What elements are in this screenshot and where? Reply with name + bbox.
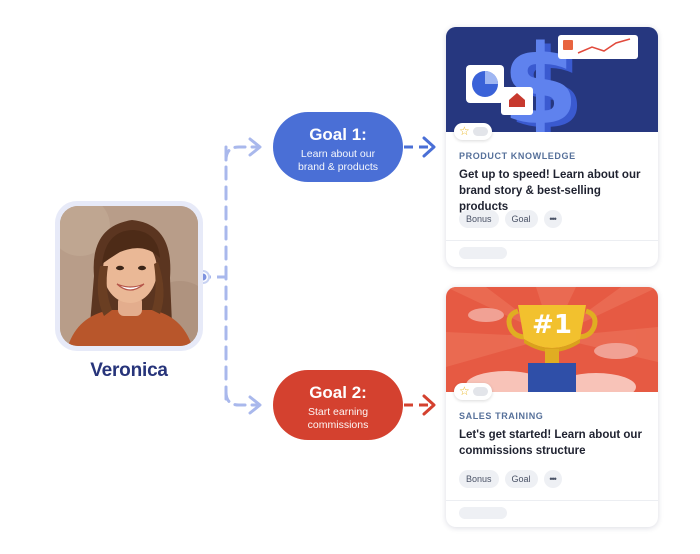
- goal-2-title: Goal 2:: [309, 383, 367, 402]
- goal-1-node[interactable]: Goal 1: Learn about our brand & products: [273, 112, 403, 182]
- person-name: Veronica: [90, 360, 168, 381]
- goal-2-node[interactable]: Goal 2: Start earning commissions: [273, 370, 403, 440]
- card-category: PRODUCT KNOWLEDGE: [459, 151, 576, 161]
- card-footer-placeholder: [459, 507, 507, 519]
- avatar-photo: [60, 206, 198, 346]
- goal-1-subtitle-line1: Learn about our: [300, 148, 376, 160]
- number-one-trophy-art: #1: [446, 287, 658, 392]
- goal-1-title: Goal 1:: [309, 125, 367, 144]
- tag-goal[interactable]: Goal: [504, 210, 538, 228]
- goal-2-subtitle-line2: commissions: [307, 419, 369, 431]
- avatar: [55, 201, 203, 351]
- card-divider: [446, 500, 658, 501]
- star-icon[interactable]: ☆: [459, 124, 470, 138]
- course-card-sales-training[interactable]: #1 ☆ SALES TRAINING Let's get started! L…: [446, 287, 658, 527]
- course-card-product-knowledge[interactable]: $ $ ☆ PRODUCT KNOWLEDGE Get up to speed!…: [446, 27, 658, 267]
- tag-bonus[interactable]: Bonus: [459, 210, 499, 228]
- placeholder-dot: [473, 387, 488, 396]
- favorite-pill[interactable]: ☆: [454, 383, 492, 400]
- goal-2-subtitle-line1: Start earning: [307, 406, 369, 418]
- tag-goal[interactable]: Goal: [504, 470, 538, 488]
- trophy-label: #1: [532, 310, 572, 340]
- card-title: Get up to speed! Learn about our brand s…: [459, 169, 641, 213]
- goal-1-subtitle-line2: brand & products: [298, 161, 378, 173]
- more-options-icon[interactable]: •••: [543, 210, 562, 228]
- favorite-pill[interactable]: ☆: [454, 123, 492, 140]
- tag-bonus[interactable]: Bonus: [459, 470, 499, 488]
- placeholder-dot: [473, 127, 488, 136]
- more-options-icon[interactable]: •••: [543, 470, 562, 488]
- dollar-sign-analytics-art: $ $: [446, 27, 658, 132]
- card-tags: Bonus Goal •••: [459, 470, 562, 488]
- card-footer-placeholder: [459, 247, 507, 259]
- card-tags: Bonus Goal •••: [459, 210, 562, 228]
- card-category: SALES TRAINING: [459, 411, 544, 421]
- card-title: Let's get started! Learn about our commi…: [459, 429, 642, 457]
- card-divider: [446, 240, 658, 241]
- star-icon[interactable]: ☆: [459, 384, 470, 398]
